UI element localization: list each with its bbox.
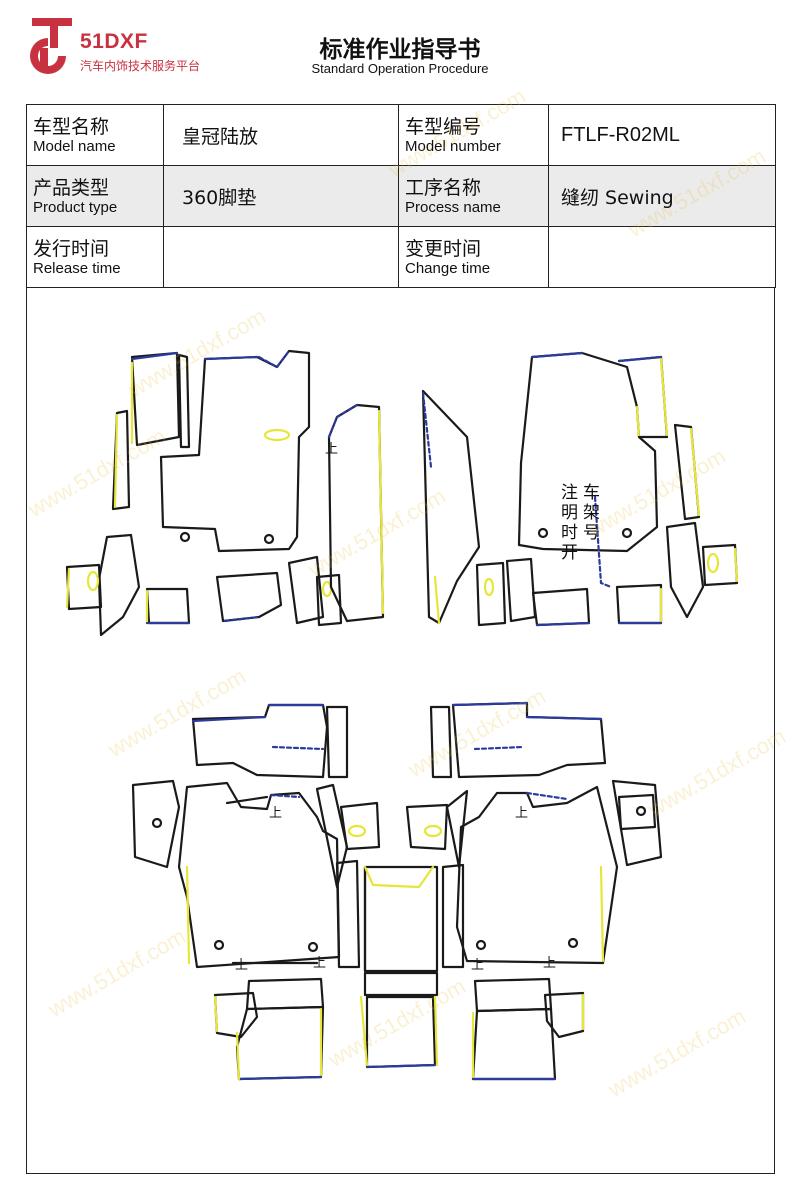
stitch-mark: 上 — [235, 958, 248, 973]
model-number-label: 车型编号 Model number — [398, 104, 549, 166]
model-number-value: FTLF-R02ML — [548, 104, 776, 166]
model-name-label: 车型名称 Model name — [26, 104, 164, 166]
vin-note-column-1: 注 明 时 开 — [561, 483, 578, 563]
front-left-mat-pieces — [65, 349, 385, 637]
stitch-mark: 上 — [325, 442, 338, 457]
change-time-label: 变更时间 Change time — [398, 226, 549, 288]
product-type-label: 产品类型 Product type — [26, 165, 164, 227]
front-right-mat-pieces — [421, 351, 739, 627]
pattern-drawing-area: 上 上 上 上 上 上 上 注 明 时 开 车 架 号 — [26, 287, 775, 1174]
stitch-mark: 上 — [313, 956, 326, 971]
page-title: 标准作业指导书 — [319, 37, 481, 63]
rear-right-mat-pieces — [405, 701, 663, 1081]
change-time-value — [548, 226, 776, 288]
brand-name: 51DXF — [80, 30, 148, 53]
vin-note-column-2: 车 架 号 — [583, 483, 600, 543]
stitch-mark: 上 — [543, 956, 556, 971]
floor-mat-pattern-drawing: 上 上 上 上 上 上 上 — [65, 349, 739, 1081]
process-name-value: 缝纫 Sewing — [548, 165, 776, 227]
stitch-mark: 上 — [269, 806, 282, 821]
header: 51DXF 汽车内饰技术服务平台 标准作业指导书 Standard Operat… — [0, 0, 800, 100]
brand-tagline: 汽车内饰技术服务平台 — [80, 59, 201, 73]
table-row: 车型名称 Model name 皇冠陆放 车型编号 Model number F… — [26, 104, 776, 166]
stitch-mark: 上 — [515, 806, 528, 821]
info-table: 车型名称 Model name 皇冠陆放 车型编号 Model number F… — [26, 104, 776, 288]
table-row: 发行时间 Release time 变更时间 Change time — [26, 226, 776, 288]
rear-left-mat-pieces — [131, 703, 381, 1081]
stitch-marks: 上 上 上 上 上 上 上 — [235, 442, 556, 973]
model-name-value: 皇冠陆放 — [163, 104, 399, 166]
release-time-value — [163, 226, 399, 288]
rear-center-mat-pieces — [359, 865, 439, 1069]
stitch-mark: 上 — [471, 958, 484, 973]
product-type-value: 360脚垫 — [163, 165, 399, 227]
brand-logo-icon — [30, 18, 72, 74]
table-row: 产品类型 Product type 360脚垫 工序名称 Process nam… — [26, 165, 776, 227]
release-time-label: 发行时间 Release time — [26, 226, 164, 288]
page-subtitle: Standard Operation Procedure — [311, 61, 489, 76]
process-name-label: 工序名称 Process name — [398, 165, 549, 227]
